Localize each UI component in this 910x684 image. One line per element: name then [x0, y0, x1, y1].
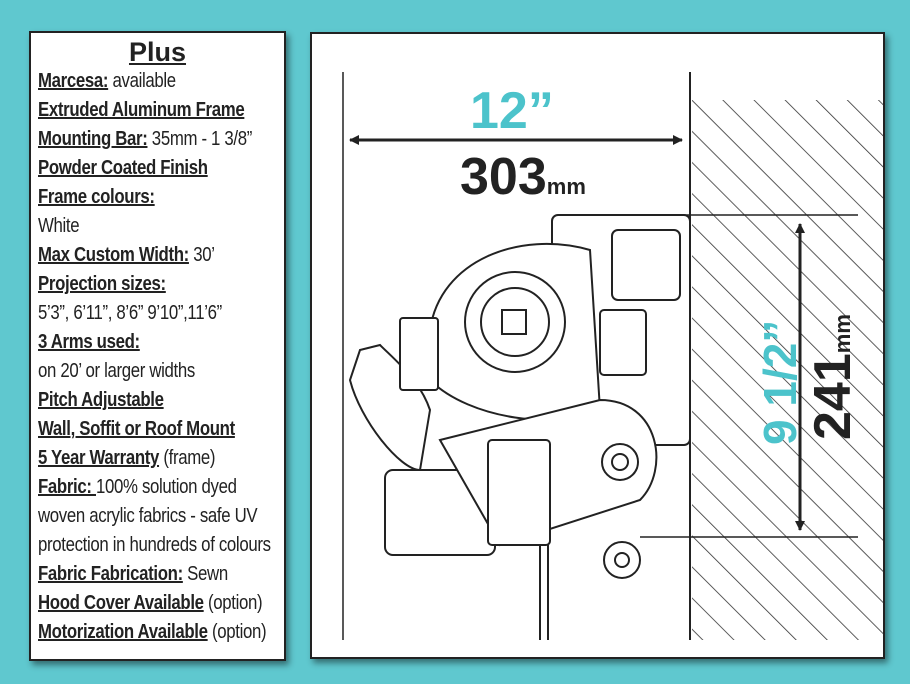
spec-label: Max Custom Width:: [38, 244, 189, 266]
spec-row: Wall, Soffit or Roof Mount: [38, 415, 245, 444]
spec-row: Fabric: 100% solution dyed: [38, 473, 245, 502]
spec-row: woven acrylic fabrics - safe UV: [38, 502, 258, 531]
height-inches-label: 9 1/2”: [754, 320, 806, 445]
spec-row: Max Custom Width: 30’: [38, 241, 245, 270]
spec-value: available: [108, 70, 176, 92]
spec-value: protection in hundreds of colours: [38, 534, 271, 556]
spec-value: on 20’ or larger widths: [38, 360, 195, 382]
spec-label: Fabric:: [38, 476, 96, 498]
spec-row: White: [38, 212, 245, 241]
spec-label: Frame colours:: [38, 186, 155, 208]
spec-label: Wall, Soffit or Roof Mount: [38, 418, 235, 440]
spec-value: (frame): [159, 447, 216, 469]
spec-value: (option): [203, 592, 263, 614]
spec-value: 30’: [188, 244, 215, 266]
awning-cross-section-drawing: 12” 303mm 9 1/2” 241mm: [342, 72, 883, 640]
spec-row: Marcesa: available: [38, 67, 245, 96]
spec-row: Pitch Adjustable: [38, 386, 245, 415]
height-mm-label: 241mm: [804, 314, 862, 440]
mechanism: [348, 214, 691, 640]
spec-label: Fabric Fabrication:: [38, 563, 183, 585]
width-mm-label: 303mm: [460, 148, 586, 206]
spec-value: Sewn: [182, 563, 228, 585]
spec-label: Powder Coated Finish: [38, 157, 208, 179]
width-inches-label: 12”: [470, 82, 554, 140]
spec-label: Hood Cover Available: [38, 592, 204, 614]
spec-label: Mounting Bar:: [38, 128, 148, 150]
dimension-diagram: 12” 303mm 9 1/2” 241mm: [310, 32, 885, 659]
spec-row: 5’3”, 6’11”, 8’6” 9’10”,11’6”: [38, 299, 245, 328]
spec-label: Motorization Available: [38, 621, 208, 643]
spec-label: 3 Arms used:: [38, 331, 140, 353]
spec-row: Fabric Fabrication: Sewn: [38, 560, 245, 589]
spec-label: Projection sizes:: [38, 273, 166, 295]
spec-value: White: [38, 215, 80, 237]
spec-row: Hood Cover Available (option): [38, 589, 263, 618]
spec-value: 5’3”, 6’11”, 8’6” 9’10”,11’6”: [38, 302, 222, 324]
spec-value: (option): [207, 621, 267, 643]
spec-row: Projection sizes:: [38, 270, 245, 299]
spec-row: Mounting Bar: 35mm - 1 3/8”: [38, 125, 252, 154]
specs-title: Plus: [128, 37, 187, 67]
spec-label: Pitch Adjustable: [38, 389, 164, 411]
spec-label: 5 Year Warranty: [38, 447, 160, 469]
spec-row: Motorization Available (option): [38, 618, 267, 647]
spec-row: Frame colours:: [38, 183, 245, 212]
spec-row: 3 Arms used:: [38, 328, 245, 357]
spec-row: Extruded Aluminum Frame: [38, 96, 245, 125]
spec-row: protection in hundreds of colours: [38, 531, 271, 560]
spec-value: 100% solution dyed: [95, 476, 237, 498]
spec-value: 35mm - 1 3/8”: [147, 128, 253, 150]
spec-row: 5 Year Warranty (frame): [38, 444, 245, 473]
spec-row: Powder Coated Finish: [38, 154, 245, 183]
spec-label: Extruded Aluminum Frame: [38, 99, 245, 121]
spec-value: woven acrylic fabrics - safe UV: [38, 505, 258, 527]
spec-row: on 20’ or larger widths: [38, 357, 245, 386]
spec-label: Marcesa:: [38, 70, 109, 92]
wall-hatch: [692, 100, 883, 640]
